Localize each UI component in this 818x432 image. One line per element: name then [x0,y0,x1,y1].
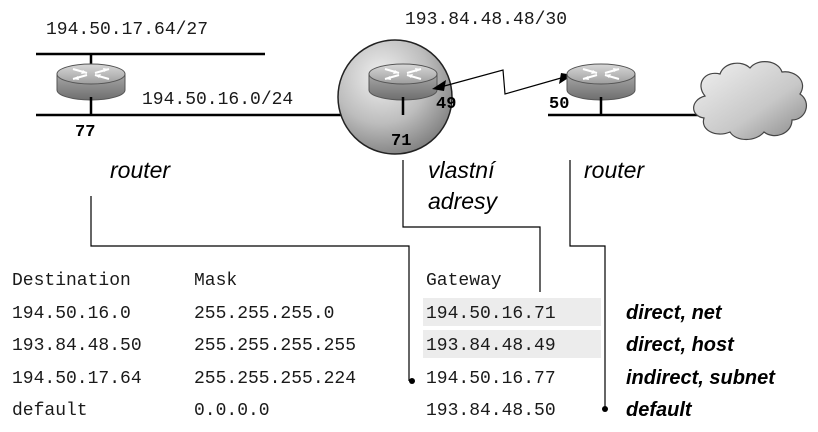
label-own-addresses-line2: adresy [428,188,499,214]
table-cell-mask: 255.255.255.0 [194,304,334,324]
label-right-router: router [584,157,645,183]
table-cell-mask: 255.255.255.224 [194,369,356,389]
table-cell-destination: 194.50.16.0 [12,304,131,324]
table-cell-gateway: 194.50.16.77 [426,369,556,389]
table-cell-note: default [626,399,693,421]
table-cell-note: direct, net [626,302,723,324]
table-cell-destination: default [12,401,88,421]
highlight-gateway-row2 [423,330,601,358]
connector-right-dot [602,406,608,412]
port-label-center-bottom: 71 [391,132,411,151]
label-left-router: router [110,157,171,183]
table-cell-destination: 194.50.17.64 [12,369,142,389]
connector-left-dot [409,378,415,384]
table-cell-mask: 255.255.255.255 [194,336,356,356]
router-left-icon [56,63,126,101]
network-label-top-right: 193.84.48.48/30 [405,10,567,30]
label-own-addresses-line1: vlastní [428,157,497,183]
connector-right-router [569,160,606,409]
highlight-gateway-row1 [423,298,601,326]
table-cell-note: direct, host [626,334,735,356]
network-label-top-left: 194.50.17.64/27 [46,20,208,40]
table-header-gateway: Gateway [426,271,502,291]
router-center-icon [368,63,438,101]
connector-own-addresses [402,160,541,292]
router-right-icon [566,63,636,101]
table-header-mask: Mask [194,271,237,291]
table-cell-note: indirect, subnet [626,367,776,389]
table-cell-destination: 193.84.48.50 [12,336,142,356]
serial-link-arrow-left-icon [432,80,446,91]
port-label-center-right: 49 [436,95,456,114]
port-label-left: 77 [75,123,95,142]
table-cell-gateway: 193.84.48.49 [426,336,556,356]
table-cell-gateway: 193.84.48.50 [426,401,556,421]
serial-link [436,69,569,95]
port-label-right: 50 [549,95,569,114]
connector-left-router [90,196,410,381]
network-label-middle: 194.50.16.0/24 [142,90,293,110]
internet-cloud-icon [693,61,808,141]
table-cell-gateway: 194.50.16.71 [426,304,556,324]
table-header-destination: Destination [12,271,131,291]
table-cell-mask: 0.0.0.0 [194,401,270,421]
